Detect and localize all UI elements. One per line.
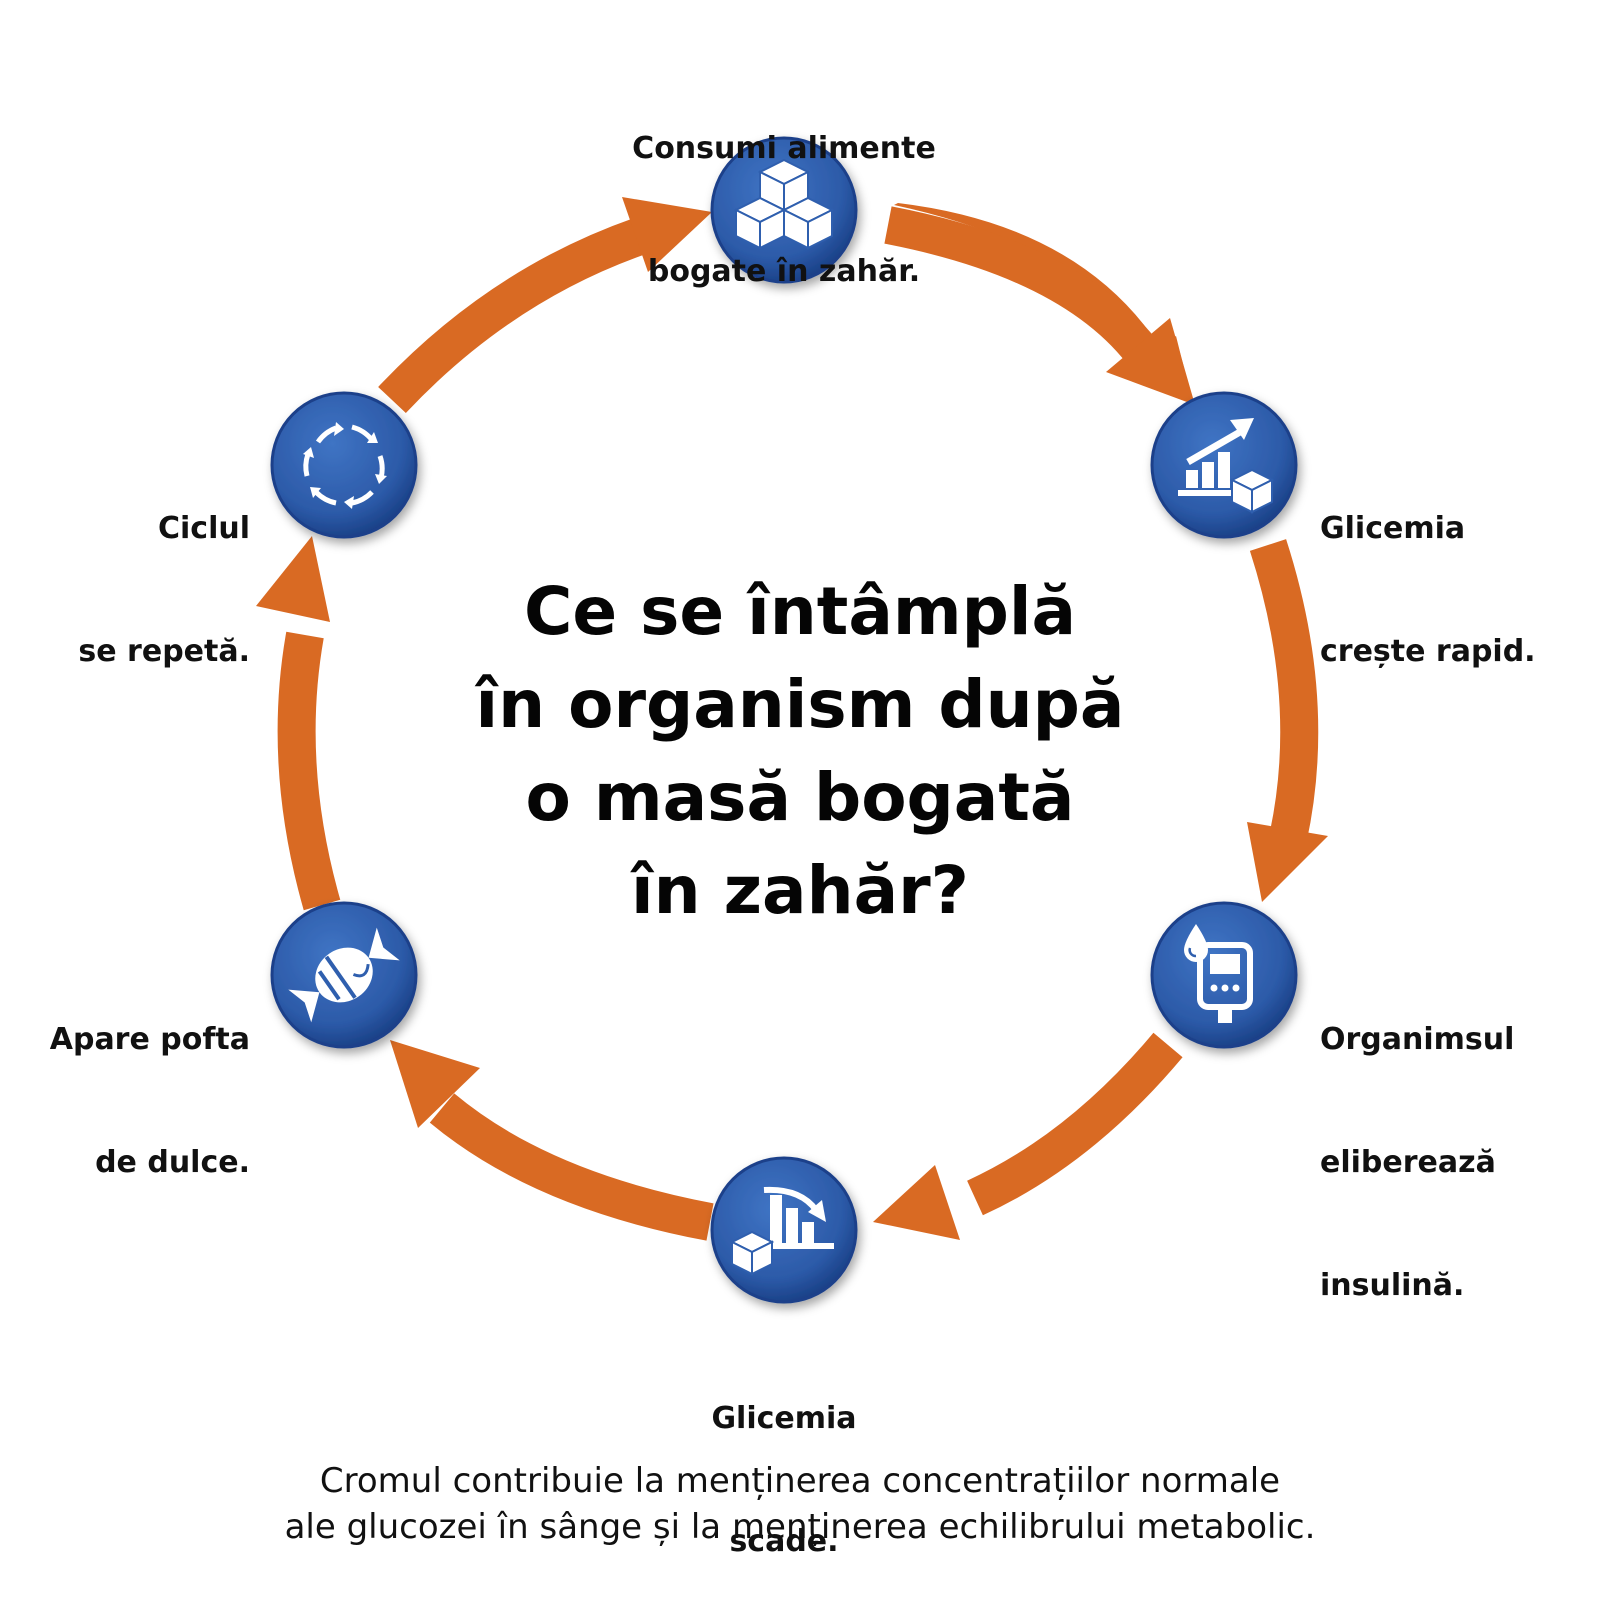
step-label-2: Glicemia crește rapid. (1320, 511, 1536, 669)
cycle-icon-arrowheads (303, 422, 387, 509)
step-label-3: Organimsul eliberează insulină. (1320, 1022, 1515, 1303)
rising-chart-icon (1178, 418, 1275, 514)
arrowhead-4-5 (390, 1040, 480, 1128)
glucose-meter-icon (1184, 924, 1253, 1023)
arrow-2-3 (1249, 539, 1319, 843)
step-label-1: Consumi alimente bogate în zahăr. (632, 131, 936, 289)
arrowhead-6-1 (622, 197, 712, 272)
candy-icon (288, 927, 400, 1023)
step-label-6: Ciclul se repetă. (78, 511, 250, 669)
step-circle-6 (270, 391, 418, 539)
diagram-title: Ce se întâmplă în organism după o masă b… (475, 573, 1125, 929)
arrowhead-3-4 (873, 1165, 960, 1240)
arrow-5-6 (277, 631, 341, 911)
falling-chart-icon (729, 1186, 834, 1276)
arrow-heads (256, 197, 1328, 1240)
sugar-cubes-icon (733, 158, 835, 250)
arrowhead-2-3 (1247, 822, 1328, 902)
step-label-4: Glicemia scade. (711, 1401, 857, 1559)
arrow-4-5 (429, 1093, 714, 1241)
arrow-3-4 (967, 1032, 1183, 1216)
arrowhead-1-2 (1106, 318, 1195, 405)
arrowhead-5-6 (256, 536, 330, 622)
arrow-6-1 (378, 218, 647, 414)
arrow-1-2 (884, 206, 1157, 364)
step-label-5: Apare pofta de dulce. (49, 1022, 250, 1180)
footer-note: Cromul contribuie la menținerea concentr… (284, 1461, 1316, 1547)
arrow-strokes (277, 206, 1319, 1241)
step-circle-4 (710, 1156, 858, 1304)
